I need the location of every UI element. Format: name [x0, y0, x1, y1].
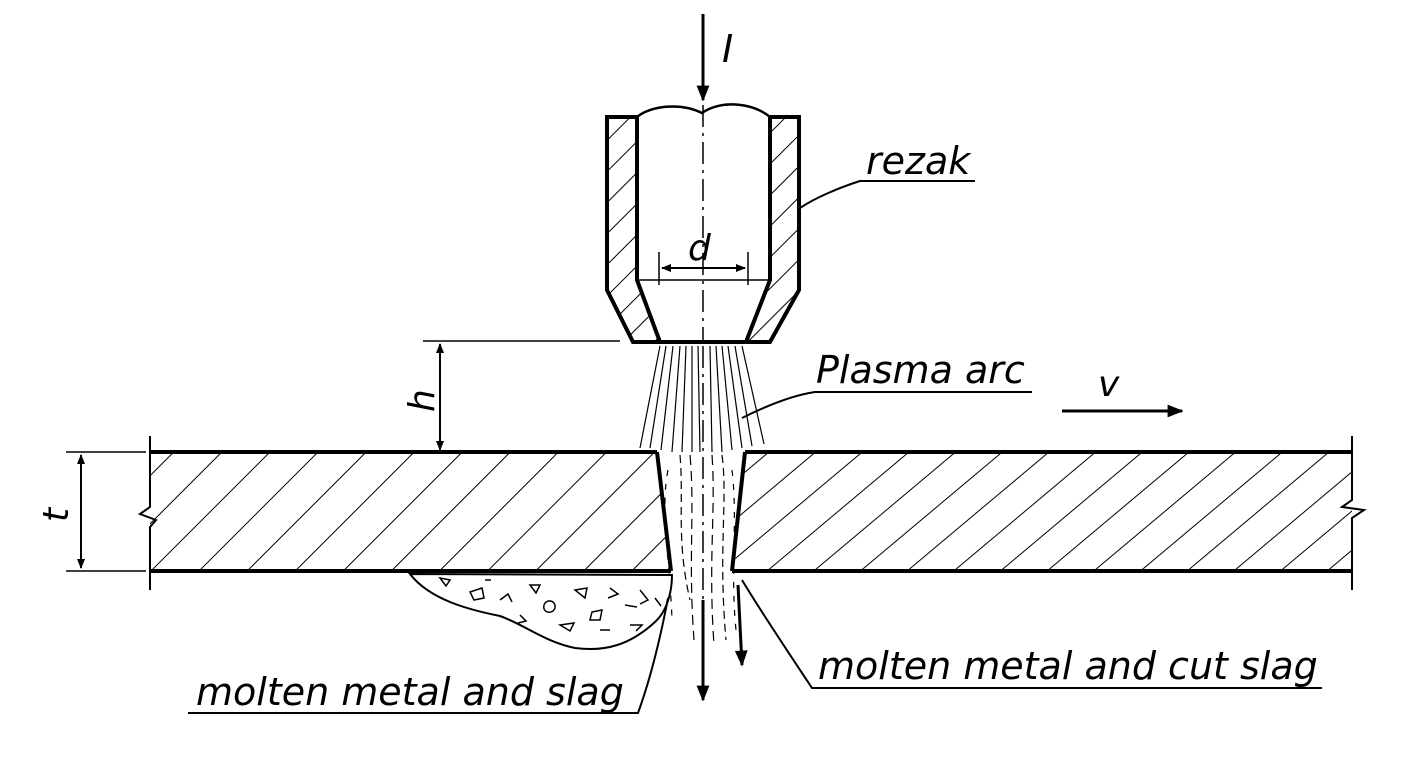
plasma-arc-label: Plasma arc	[816, 348, 1025, 392]
velocity-label: v	[1098, 364, 1120, 405]
thickness-dimension	[66, 451, 146, 572]
slag-left-leader	[188, 597, 669, 714]
standoff-dimension	[423, 340, 620, 451]
thickness-label: t	[36, 506, 77, 522]
torch-leader	[799, 180, 975, 209]
diameter-label: d	[688, 228, 712, 269]
slag-right-leader	[741, 579, 1322, 689]
plasma-arc-jet	[639, 345, 765, 646]
workpiece-left	[137, 436, 673, 590]
diameter-dimension	[658, 252, 749, 285]
current-label: I	[722, 27, 733, 71]
torch	[605, 103, 801, 344]
drip-arrows	[696, 584, 748, 702]
slag-right-label: molten metal and cut slag	[818, 644, 1318, 688]
torch-label: rezak	[866, 139, 972, 183]
slag-blob	[407, 572, 674, 651]
slag-left-label: molten metal and slag	[196, 670, 624, 714]
workpiece-right	[730, 436, 1367, 590]
plasma-arc-leader	[741, 391, 1032, 419]
standoff-label: h	[402, 389, 443, 412]
